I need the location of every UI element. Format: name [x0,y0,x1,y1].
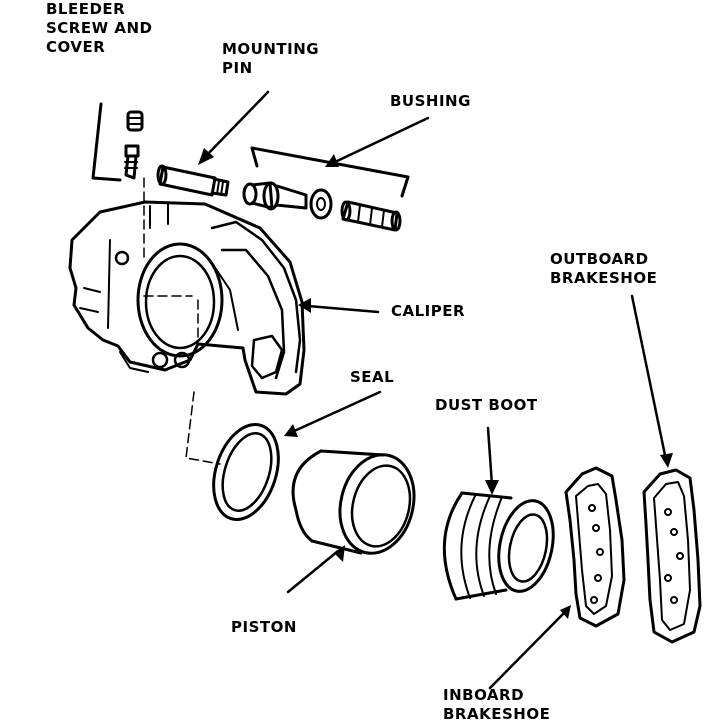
caliper-housing [68,200,306,396]
label-line: DUST BOOT [435,396,538,414]
bleeder-screw-and-cover [91,102,144,182]
arrowheads [198,148,673,619]
label-seal: SEAL [350,368,394,387]
outboard-brakeshoe [642,468,702,644]
label-line: MOUNTING [222,40,320,58]
bushing-parts [242,146,410,232]
label-line: BUSHING [390,92,471,110]
label-inboard-brakeshoe: INBOARD BRAKESHOE [443,686,550,724]
label-line: OUTBOARD [550,250,649,268]
label-line: BRAKESHOE [550,269,658,287]
label-line: COVER [46,38,106,56]
mounting-pin [156,164,230,197]
label-line: SCREW AND [46,19,153,37]
label-line: INBOARD [443,686,525,704]
label-bushing: BUSHING [390,92,471,111]
inboard-brakeshoe [564,466,626,628]
label-dust-boot: DUST BOOT [435,396,538,415]
label-mounting-pin: MOUNTING PIN [222,40,319,78]
center-lines [143,177,221,465]
label-line: PIN [222,59,253,77]
label-line: PISTON [231,618,297,636]
piston [291,449,416,555]
leader-arrows [203,90,668,690]
label-line: SEAL [350,368,395,386]
label-outboard-brakeshoe: OUTBOARD BRAKESHOE [550,250,657,288]
label-caliper: CALIPER [391,302,465,321]
label-bleeder-screw-and-cover: BLEEDER SCREW AND COVER [46,0,153,57]
label-line: CALIPER [391,302,466,320]
label-line: BRAKESHOE [443,705,551,723]
label-line: BLEEDER [46,0,126,18]
seal-ring [212,422,280,522]
dust-boot [442,491,555,601]
label-piston: PISTON [231,618,297,637]
